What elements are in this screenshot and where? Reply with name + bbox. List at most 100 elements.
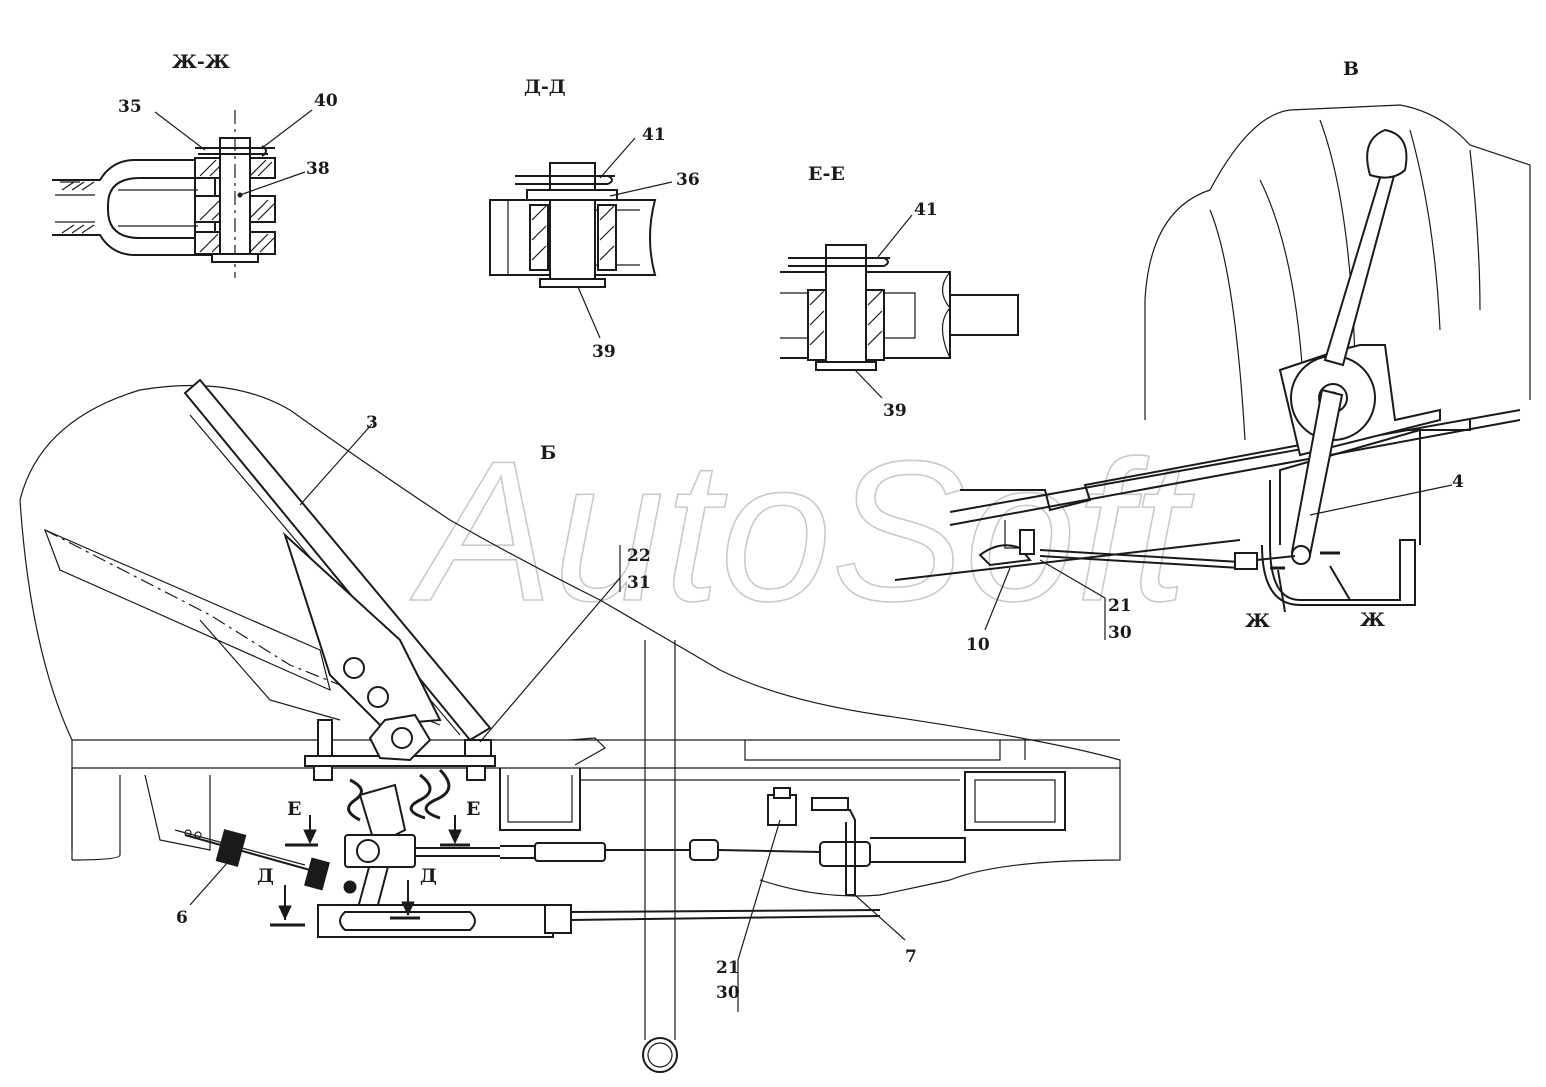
leader-21b [737,819,781,1012]
cable-housing [870,837,966,863]
callout-35: 35 [118,97,142,117]
post-tube-end [642,1037,678,1073]
base-bolt-left [317,719,333,757]
clip-bracket [811,797,849,811]
post-tube-inner [647,1042,673,1068]
pin-head-39 [539,278,606,288]
knob-6b [304,857,330,891]
washer-36 [526,189,618,201]
floor-panel [949,409,1521,526]
pedal-bolt-1 [343,657,365,679]
frame-tab [569,737,606,766]
housing-side [1400,429,1421,545]
rod-coupling [1234,552,1258,570]
view-b: Б [19,378,1121,1073]
linkage-rod [358,783,407,847]
leader-21a [1039,559,1106,640]
bushing-e-hatch [809,290,883,346]
clip-10 [978,544,1032,567]
base-nut-right [466,765,486,781]
cut-arrow-e-left [303,829,317,845]
rod-e-thread [500,845,535,859]
lever-6-hole [184,829,192,837]
vertical-post [644,640,676,1040]
leader-40 [261,109,313,149]
callout-36: 36 [676,170,700,190]
section-title-zh: Ж-Ж [172,51,230,73]
bar-clamp [544,904,572,934]
rod-joint [689,839,719,861]
callout-39a: 39 [592,342,616,362]
fork-body [52,159,216,256]
lever-6-pin [343,880,357,894]
bushing-hatch [531,205,615,261]
cotter-41b [788,257,890,267]
clip-21b [767,794,797,826]
slotted-bar [317,904,554,938]
clip-21 [1019,529,1035,555]
callout-21b: 21 [716,958,740,978]
leader-39b [854,369,883,399]
cabin-contours [1209,119,1481,441]
cut-line-zh [1270,551,1340,570]
bushing-right [597,204,617,271]
cut-arrow-e-right [448,829,462,845]
pivot-washer [391,727,413,749]
cut-line-d [270,916,420,927]
cut-mark-zh-right: Ж [1360,609,1385,631]
rod-e-3 [717,849,821,853]
cut-mark-d-left: Д [257,865,274,887]
bracket-body [489,199,657,276]
cross-tube-left [499,768,581,831]
view-v: В Ж Ж 4 [894,58,1531,655]
fork-hatch [60,181,95,234]
panel-edge [960,444,1301,512]
view-title-b: Б [540,442,556,464]
leader-10 [984,567,1011,631]
callout-10: 10 [966,635,990,655]
fork-slot [107,177,196,239]
pin-head-39b [815,361,877,371]
callout-4: 4 [1452,472,1464,492]
fork-slot-inner [118,189,198,227]
section-zh-zh: Ж-Ж 35 40 38 [52,51,338,278]
callout-6: 6 [176,908,188,928]
cut-mark-e-right: Е [466,798,480,820]
leader-41b [877,214,913,258]
cut-mark-zh-left: Ж [1245,610,1270,632]
cross-tube-right-inner [974,779,1056,823]
cross-tube-left-inner [507,775,573,823]
callout-39b: 39 [883,401,907,421]
leader-41a [599,137,636,179]
leader-3 [299,423,373,506]
rod-e [415,847,500,857]
callout-38: 38 [306,159,330,179]
bracket-7 [820,809,856,896]
lever-stick [1323,166,1397,367]
leader-39a [577,286,601,339]
leader-38 [239,171,306,196]
leader-35 [154,111,206,151]
cut-mark-d-right: Д [420,865,437,887]
rod-v [1039,549,1241,569]
return-spring [347,768,451,822]
section-e-e: Е-Е 41 39 [780,163,1019,421]
leader-6 [189,861,229,906]
leader-dot-38 [237,192,243,198]
callout-21a: 21 [1108,596,1132,616]
turnbuckle [534,842,606,862]
lever-knob [1366,128,1408,179]
pedal-bolt-2 [367,686,389,708]
fork-rod-lines [55,194,95,223]
section-title-d: Д-Д [524,76,566,98]
base-nut-left [313,765,333,781]
shoe-outline [19,384,1121,897]
cut-mark-e-left: Е [287,798,301,820]
rod-d [570,909,881,921]
cotter-pin-35 [195,147,275,155]
callout-31: 31 [627,573,651,593]
section-title-e: Е-Е [808,163,845,185]
cotter-41 [515,175,615,185]
frame-top-plate [744,740,1026,761]
